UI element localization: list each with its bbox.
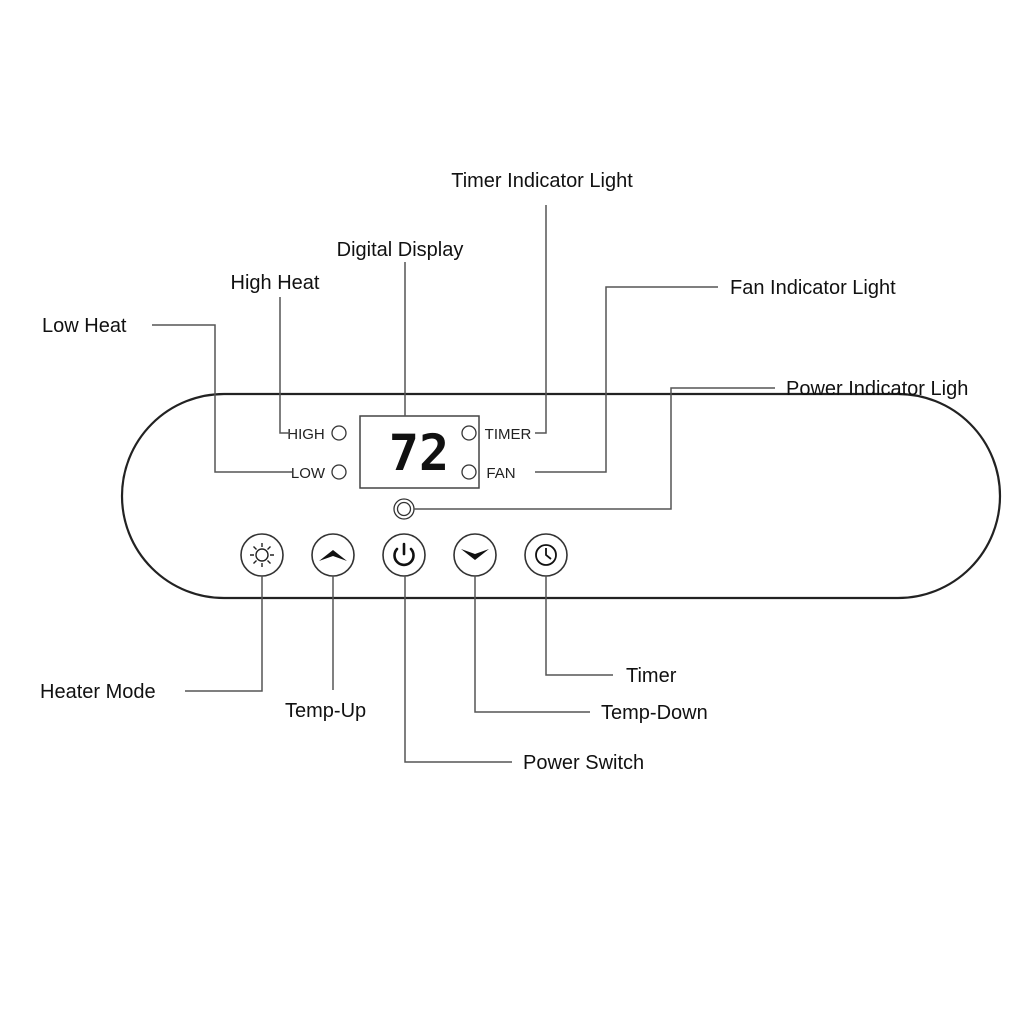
timer-button[interactable] xyxy=(524,533,568,577)
power-indicator-light xyxy=(393,498,415,520)
fan-label: FAN xyxy=(486,465,515,482)
low-heat-callout: Low Heat xyxy=(42,315,127,337)
heater-mode-leader xyxy=(185,576,263,692)
temp-down-button[interactable] xyxy=(453,533,497,577)
power-switch-button[interactable] xyxy=(382,533,426,577)
heater-mode-callout: Heater Mode xyxy=(40,681,156,703)
chevron-up-icon xyxy=(319,550,347,561)
timer-label: TIMER xyxy=(485,426,532,443)
digital-display xyxy=(359,415,480,489)
timer-indicator-leader xyxy=(535,205,547,434)
sun-icon xyxy=(250,543,274,567)
high-heat-callout: High Heat xyxy=(231,272,320,294)
fan-indicator-callout: Fan Indicator Light xyxy=(730,277,896,299)
fan-indicator-leader xyxy=(535,286,718,473)
temp-down-leader xyxy=(474,576,590,713)
clock-icon xyxy=(535,544,557,566)
power-indicator-callout: Power Indicator Ligh xyxy=(786,378,968,400)
timer-indicator-callout: Timer Indicator Light xyxy=(451,170,633,192)
chevron-down-icon xyxy=(461,549,489,560)
low-indicator-light xyxy=(331,464,347,480)
temp-up-callout: Temp-Up xyxy=(285,700,366,722)
fan-indicator-light xyxy=(461,464,477,480)
power-switch-leader xyxy=(404,576,512,763)
timer-indicator-light xyxy=(461,425,477,441)
low-label: LOW xyxy=(291,465,326,482)
heater-mode-button[interactable] xyxy=(240,533,284,577)
low-heat-leader xyxy=(152,324,292,473)
power-indicator-leader xyxy=(414,387,775,510)
high-indicator-light xyxy=(331,425,347,441)
power-switch-callout: Power Switch xyxy=(523,752,644,774)
temp-down-callout: Temp-Down xyxy=(601,702,708,724)
timer-callout: Timer xyxy=(626,665,677,687)
display-value: 72 xyxy=(389,424,449,482)
high-heat-leader xyxy=(279,297,290,434)
timer-leader xyxy=(545,576,613,676)
power-icon xyxy=(393,542,415,567)
temp-up-button[interactable] xyxy=(311,533,355,577)
digital-display-callout: Digital Display xyxy=(337,239,464,261)
high-label: HIGH xyxy=(287,426,325,443)
